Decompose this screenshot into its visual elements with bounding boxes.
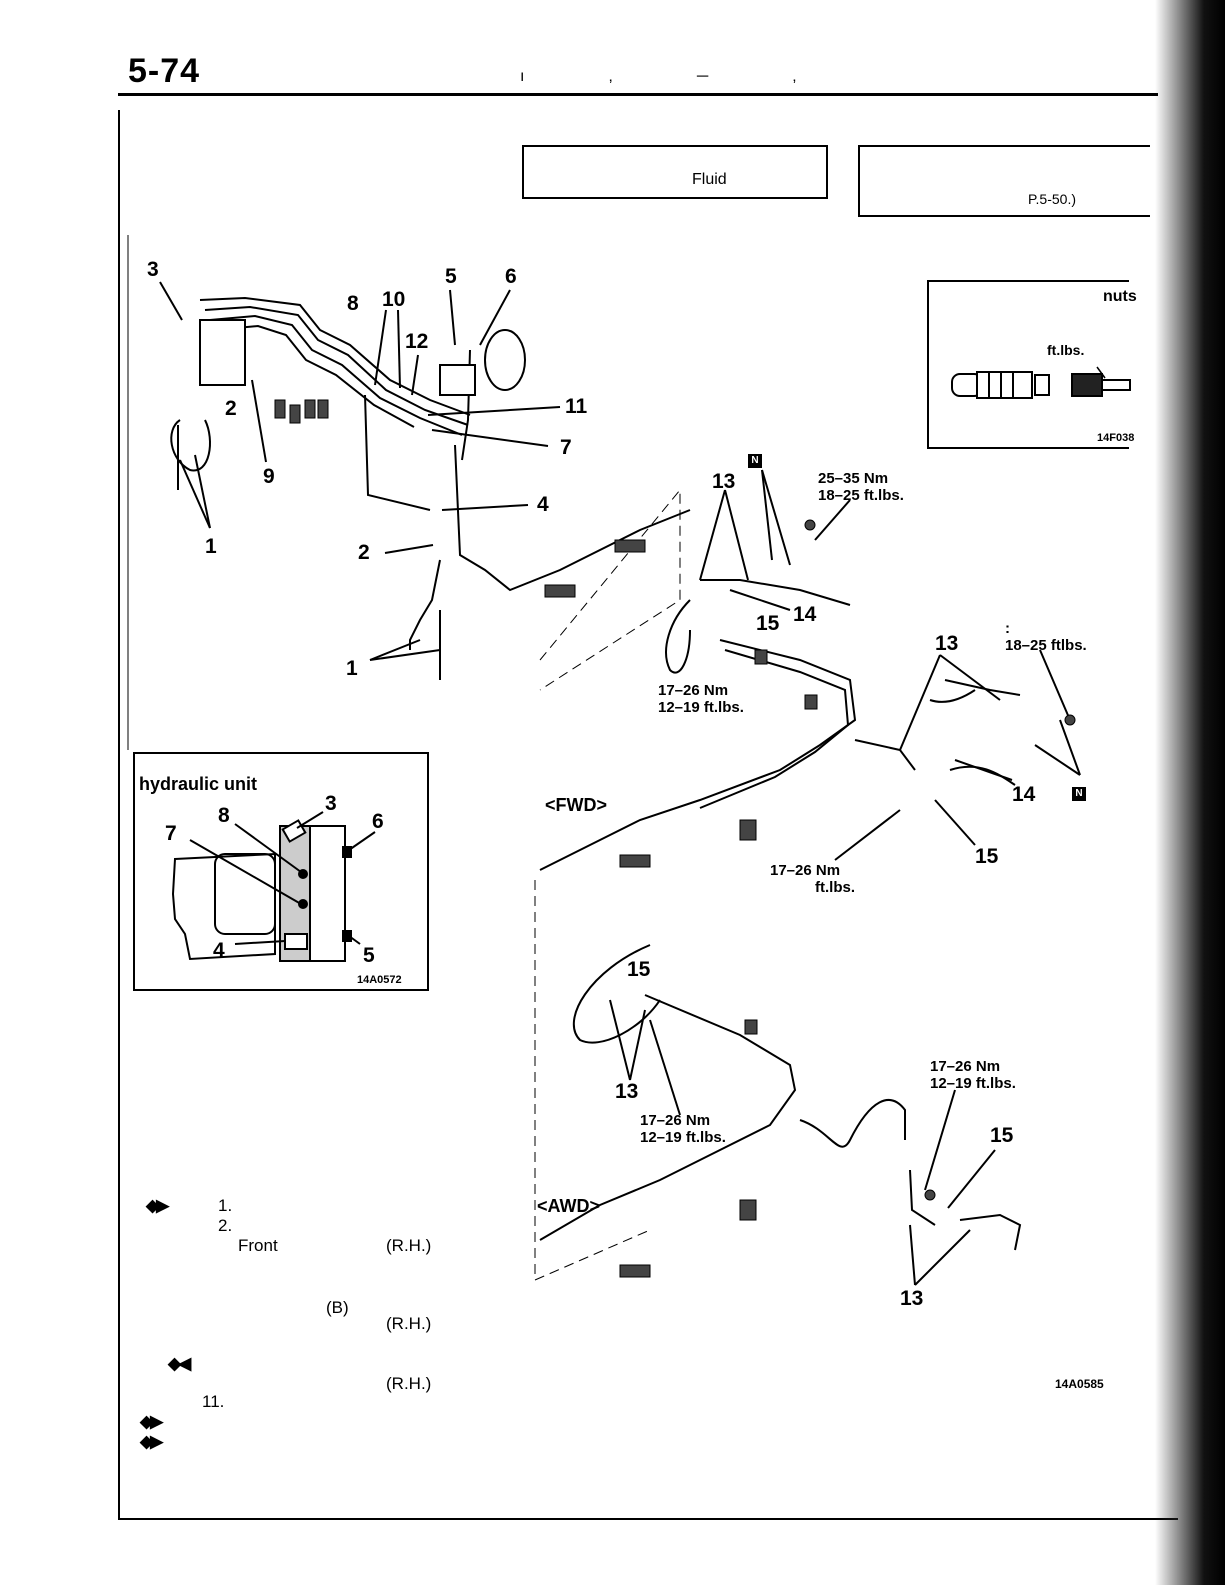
callout-3: 3 bbox=[147, 258, 159, 281]
callout-15a: 15 bbox=[756, 612, 780, 635]
double-arrow-icon: ◆▶ bbox=[146, 1196, 169, 1215]
step-3-b: (B) bbox=[326, 1298, 349, 1317]
torque-spec-3: : 18–25 ftlbs. bbox=[1005, 620, 1087, 654]
header-marks: ı ‚ ─ ‚ bbox=[520, 68, 837, 85]
step-4-rh: (R.H.) bbox=[386, 1374, 432, 1393]
torque-3-colon: : bbox=[1005, 620, 1010, 637]
callout-13c: 13 bbox=[615, 1080, 639, 1103]
step-3-rh: (R.H.) bbox=[386, 1314, 432, 1333]
inset-callout-3: 3 bbox=[325, 792, 337, 815]
callout-8: 8 bbox=[347, 292, 359, 315]
page-number: 5-74 bbox=[128, 52, 201, 90]
torque-spec-1: 25–35 Nm 18–25 ft.lbs. bbox=[818, 470, 904, 504]
callout-15b: 15 bbox=[975, 845, 999, 868]
callout-10: 10 bbox=[382, 288, 406, 311]
n-badge-upper: N bbox=[748, 454, 762, 468]
callout-11: 11 bbox=[565, 395, 588, 418]
double-arrow-icon-3: ◆▶ bbox=[140, 1412, 163, 1431]
inset-title: hydraulic unit bbox=[139, 774, 258, 794]
torque-spec-5: 17–26 Nm 12–19 ft.lbs. bbox=[930, 1058, 1016, 1092]
step-2: 2. bbox=[218, 1216, 233, 1235]
bottom-rule bbox=[118, 1518, 1178, 1520]
fwd-label: <FWD> bbox=[545, 795, 608, 815]
torque-3-ft: 18–25 ftlbs. bbox=[1005, 637, 1087, 654]
torque-spec-2: 17–26 Nm 12–19 ft.lbs. bbox=[658, 682, 744, 716]
callout-14b: 14 bbox=[1012, 783, 1036, 806]
torque-4-ft: ft.lbs. bbox=[815, 879, 855, 896]
callout-13d: 13 bbox=[900, 1287, 924, 1310]
torque-1-nm: 25–35 Nm bbox=[818, 470, 889, 487]
torque-5-nm: 17–26 Nm bbox=[930, 1058, 1001, 1075]
callout-6: 6 bbox=[505, 265, 517, 288]
scan-shadow bbox=[1155, 0, 1225, 1585]
torque-2-nm: 17–26 Nm bbox=[658, 682, 729, 699]
nuts-title: nuts bbox=[1103, 288, 1137, 305]
torque-1-ft: 18–25 ft.lbs. bbox=[818, 487, 904, 504]
n-badge-lower: N bbox=[1072, 787, 1086, 801]
callout-5: 5 bbox=[445, 265, 457, 288]
callout-15d: 15 bbox=[990, 1124, 1014, 1147]
inset-callout-8: 8 bbox=[218, 804, 230, 827]
callout-12: 12 bbox=[405, 330, 429, 353]
step-11: 11. bbox=[202, 1392, 225, 1411]
callout-7: 7 bbox=[560, 436, 572, 459]
awd-label: <AWD> bbox=[537, 1196, 601, 1216]
callout-14a: 14 bbox=[793, 603, 817, 626]
double-arrow-icon-4: ◆▶ bbox=[140, 1432, 163, 1451]
callout-2a: 2 bbox=[225, 397, 237, 420]
reference-label: P.5-50.) bbox=[1028, 191, 1076, 207]
fluid-box: Fluid bbox=[522, 145, 828, 199]
callout-15c: 15 bbox=[627, 958, 651, 981]
inset-callout-6: 6 bbox=[372, 810, 384, 833]
header-rule bbox=[118, 93, 1158, 96]
nuts-fig-code: 14F038 bbox=[1097, 432, 1135, 444]
torque-spec-6: 17–26 Nm 12–19 ft.lbs. bbox=[640, 1112, 726, 1146]
torque-6-ft: 12–19 ft.lbs. bbox=[640, 1129, 726, 1146]
left-margin-rule bbox=[118, 110, 120, 1520]
fluid-label: Fluid bbox=[692, 171, 727, 188]
callout-1a: 1 bbox=[205, 535, 217, 558]
inset-fig-code: 14A0572 bbox=[357, 974, 402, 986]
step-1: 1. bbox=[218, 1196, 233, 1215]
hydraulic-unit-illustration bbox=[171, 811, 376, 962]
torque-5-ft: 12–19 ft.lbs. bbox=[930, 1075, 1016, 1092]
inset-callout-7: 7 bbox=[165, 822, 177, 845]
diagram-code: 14A0585 bbox=[1055, 1377, 1104, 1391]
callout-4: 4 bbox=[537, 493, 549, 516]
hydraulic-unit-inset: hydraulic unit 3 8 6 7 4 5 14A0572 bbox=[133, 752, 429, 991]
torque-4-nm: 17–26 Nm bbox=[770, 862, 841, 879]
nuts-inset-box: nuts ft.lbs. 14F038 bbox=[927, 280, 1137, 449]
callout-1b: 1 bbox=[346, 657, 358, 680]
inset-callout-5: 5 bbox=[363, 944, 375, 967]
torque-2-ft: 12–19 ft.lbs. bbox=[658, 699, 744, 716]
callout-13b: 13 bbox=[935, 632, 959, 655]
callout-2b: 2 bbox=[358, 541, 370, 564]
flare-nut-illustration bbox=[951, 366, 1131, 399]
step-2-front: Front bbox=[238, 1236, 278, 1255]
reference-box: P.5-50.) bbox=[858, 145, 1150, 217]
step-2-rh: (R.H.) bbox=[386, 1236, 432, 1255]
inset-callout-4: 4 bbox=[213, 939, 225, 962]
nuts-unit: ft.lbs. bbox=[1047, 342, 1085, 358]
torque-6-nm: 17–26 Nm bbox=[640, 1112, 711, 1129]
double-arrow-icon-2: ◆◀ bbox=[168, 1354, 191, 1373]
torque-spec-4: 17–26 Nm ft.lbs. bbox=[770, 862, 855, 896]
callout-9: 9 bbox=[263, 465, 275, 488]
callout-13a: 13 bbox=[712, 470, 736, 493]
